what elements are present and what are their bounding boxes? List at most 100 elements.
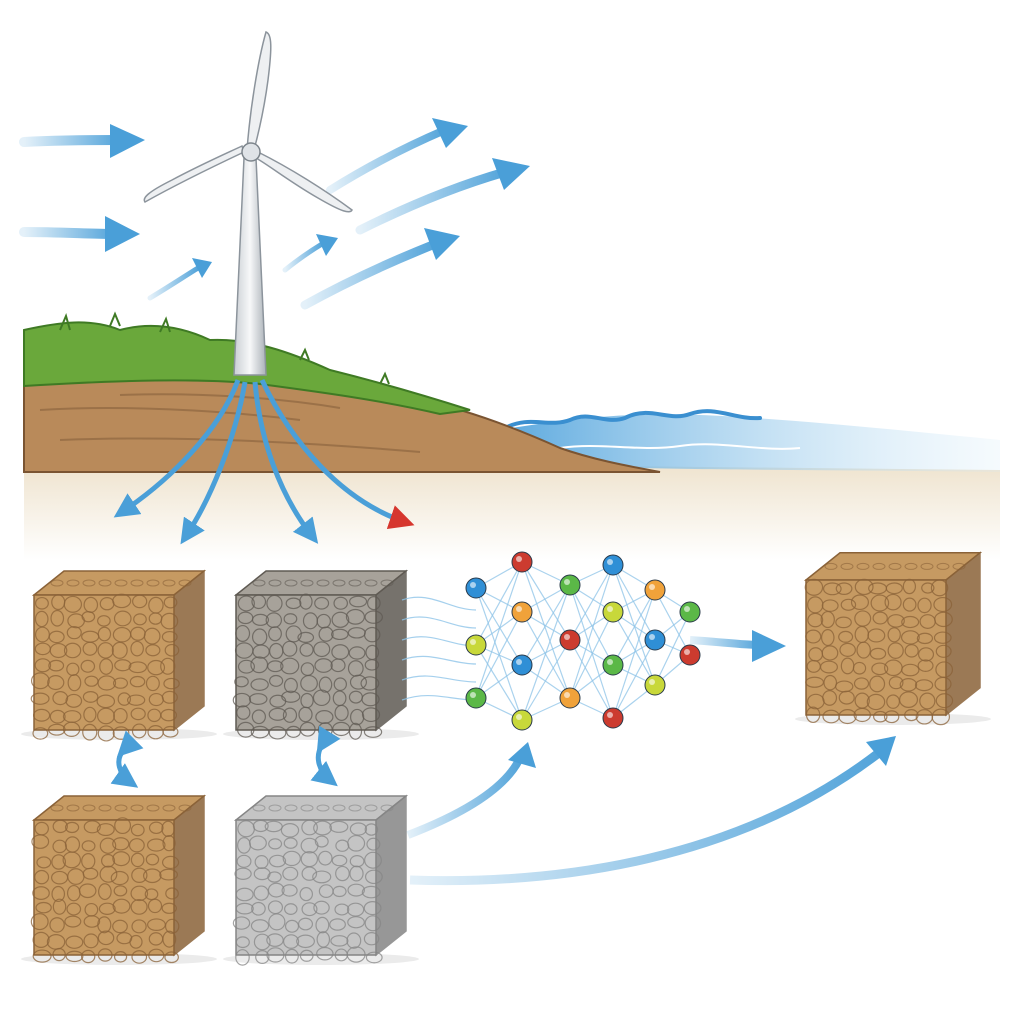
network-link bbox=[569, 584, 614, 666]
network-node bbox=[602, 707, 624, 729]
node-highlight bbox=[564, 579, 570, 585]
node-highlight bbox=[684, 606, 690, 612]
sand-sample-block-1 bbox=[21, 569, 217, 742]
wind-arrow bbox=[326, 126, 449, 194]
network-link bbox=[612, 611, 656, 686]
network-link bbox=[612, 589, 656, 719]
wind-arrow-head bbox=[424, 228, 460, 260]
wind-arrow-head bbox=[316, 234, 338, 256]
node-highlight bbox=[607, 559, 613, 565]
network-link bbox=[569, 584, 614, 719]
network-node bbox=[511, 551, 533, 573]
sample-to-network-arrow bbox=[406, 756, 524, 839]
input-link bbox=[401, 596, 477, 611]
network-link bbox=[521, 639, 571, 721]
soil-sample-blocks bbox=[21, 551, 991, 966]
node-highlight bbox=[470, 692, 476, 698]
foundation-load-arrows bbox=[113, 378, 415, 545]
network-output-arrow bbox=[689, 636, 761, 649]
network-node bbox=[511, 709, 533, 731]
load-arrow-red-tip bbox=[259, 378, 415, 530]
node-highlight bbox=[649, 679, 655, 685]
node-highlight bbox=[607, 659, 613, 665]
node-highlight bbox=[684, 649, 690, 655]
network-link bbox=[475, 611, 523, 699]
network-node bbox=[511, 601, 533, 623]
network-link bbox=[521, 611, 571, 699]
pairing-arrows bbox=[110, 725, 341, 788]
wind-arrow-head bbox=[432, 118, 468, 148]
network-link bbox=[521, 561, 571, 699]
network-node bbox=[465, 687, 487, 709]
node-highlight bbox=[649, 634, 655, 640]
network-link bbox=[612, 589, 656, 666]
network-link bbox=[475, 561, 523, 646]
gravel-sample-block-1 bbox=[223, 569, 419, 740]
network-link bbox=[612, 639, 656, 719]
network-node bbox=[644, 674, 666, 696]
predicted-sample-block bbox=[795, 551, 991, 726]
network-link bbox=[569, 564, 614, 699]
network-link bbox=[475, 587, 523, 666]
node-highlight bbox=[564, 634, 570, 640]
coastal-scene bbox=[23, 311, 1000, 560]
network-link bbox=[654, 611, 691, 686]
wind-arrows bbox=[19, 118, 530, 310]
network-link bbox=[569, 611, 614, 699]
turbine-blade-up bbox=[246, 31, 272, 151]
node-highlight bbox=[516, 659, 522, 665]
wave-foam bbox=[559, 443, 801, 450]
network-link bbox=[654, 589, 691, 656]
network-node bbox=[559, 687, 581, 709]
input-link bbox=[401, 636, 477, 647]
sand-sample-block-2 bbox=[21, 794, 217, 965]
network-node bbox=[644, 579, 666, 601]
wind-turbine-icon bbox=[143, 31, 353, 376]
load-arrow bbox=[252, 381, 319, 544]
network-node bbox=[679, 644, 701, 666]
wind-arrow-head bbox=[192, 258, 212, 278]
network-node bbox=[465, 577, 487, 599]
wind-arrow bbox=[282, 241, 325, 273]
flow-arrows bbox=[406, 630, 896, 886]
network-link bbox=[475, 644, 523, 721]
soil-strata bbox=[39, 393, 421, 453]
node-highlight bbox=[470, 582, 476, 588]
network-link bbox=[569, 639, 614, 719]
network-node bbox=[559, 629, 581, 651]
stone-sample-block-2 bbox=[223, 794, 419, 966]
neural-network-icon bbox=[401, 551, 701, 731]
node-highlight bbox=[649, 584, 655, 590]
sea bbox=[500, 414, 1000, 472]
network-node bbox=[559, 574, 581, 596]
node-highlight bbox=[516, 606, 522, 612]
wind-arrow-head bbox=[110, 124, 145, 158]
network-link bbox=[521, 584, 571, 721]
sample-to-prediction-arrow bbox=[409, 748, 883, 886]
sample-to-prediction-arrow-head bbox=[866, 736, 896, 766]
input-link bbox=[401, 675, 477, 683]
turbine-tower bbox=[233, 157, 267, 376]
network-link bbox=[612, 564, 656, 686]
network-link bbox=[521, 584, 571, 666]
node-highlight bbox=[516, 714, 522, 720]
node-highlight bbox=[516, 556, 522, 562]
double-headed-arrow-icon bbox=[310, 725, 341, 787]
wave-crest bbox=[503, 409, 762, 430]
input-link bbox=[401, 616, 477, 629]
wind-arrow bbox=[147, 265, 201, 301]
load-arrow bbox=[113, 379, 241, 518]
network-link bbox=[521, 561, 571, 641]
turbine-hub bbox=[241, 142, 261, 162]
node-highlight bbox=[470, 639, 476, 645]
network-node bbox=[602, 554, 624, 576]
network-node bbox=[511, 654, 533, 676]
network-node bbox=[602, 654, 624, 676]
sample-to-network-arrow-head bbox=[508, 742, 536, 768]
network-node bbox=[644, 629, 666, 651]
turbine-blade-left bbox=[143, 144, 245, 203]
wind-arrow-head bbox=[492, 158, 530, 190]
node-highlight bbox=[564, 692, 570, 698]
